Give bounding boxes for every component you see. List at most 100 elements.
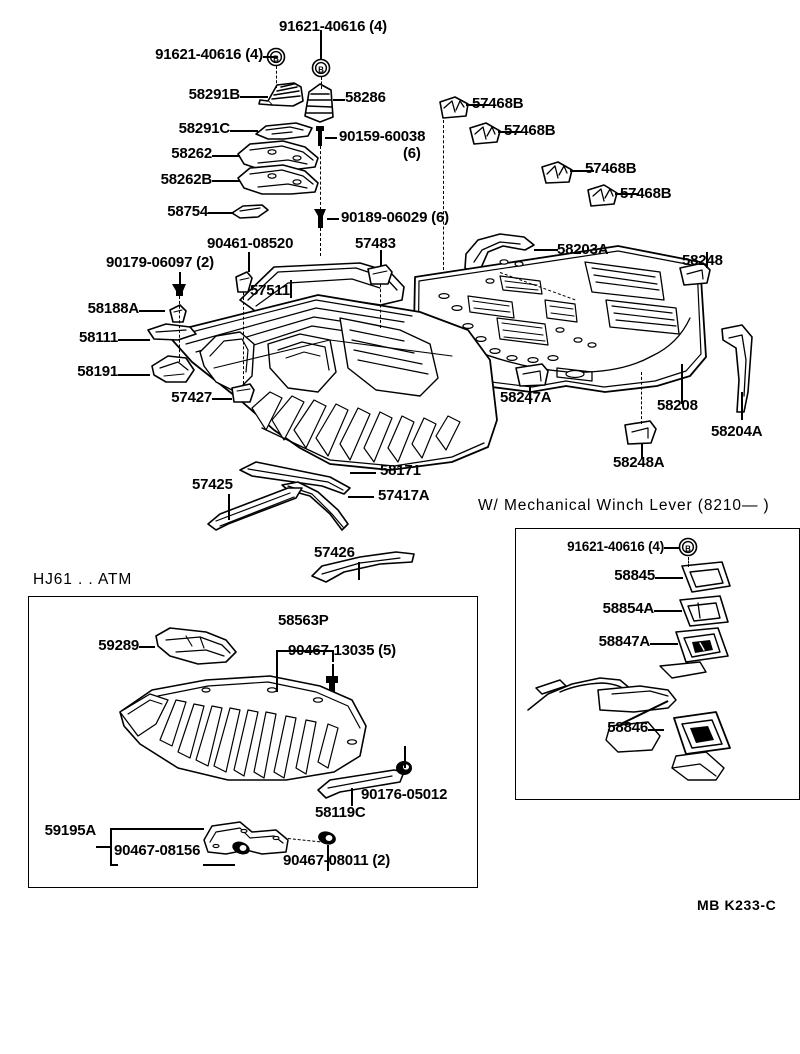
label-59289: 59289 xyxy=(98,637,139,654)
leader-dashed xyxy=(243,292,244,384)
leader-line xyxy=(118,374,150,376)
leader-line xyxy=(348,496,374,498)
leader-line xyxy=(650,643,678,645)
label-58247A: 58247A xyxy=(500,389,552,406)
part-58188A xyxy=(169,304,187,323)
leader-line xyxy=(654,610,682,612)
part-58111-bracket xyxy=(147,323,197,341)
label-58846: 58846 xyxy=(607,719,648,736)
part-58247A xyxy=(515,363,549,387)
label-57468B-1: 57468B xyxy=(472,95,524,112)
part-58262 xyxy=(237,140,319,171)
label-90179-06097: 90179-06097 (2) xyxy=(106,254,214,271)
label-58191: 58191 xyxy=(77,363,118,380)
leader-line xyxy=(351,788,353,806)
leader-line xyxy=(664,547,680,549)
label-58171: 58171 xyxy=(380,462,421,479)
svg-text:B: B xyxy=(318,66,324,75)
label-57427: 57427 xyxy=(171,389,212,406)
leader-line xyxy=(230,130,258,132)
part-57427 xyxy=(231,383,255,403)
label-90159-60038: 90159-60038 xyxy=(339,128,426,145)
leader-line xyxy=(320,30,322,59)
winch-section-box xyxy=(515,528,800,800)
leader-dashed xyxy=(320,228,321,256)
label-90159-60038-qty: (6) xyxy=(403,145,421,162)
part-58291C xyxy=(255,122,313,140)
leader-line xyxy=(110,828,204,830)
leader-dashed xyxy=(443,120,444,270)
label-58262B: 58262B xyxy=(160,171,213,188)
leader-line xyxy=(333,99,345,101)
leader-line xyxy=(706,252,708,268)
label-58847A: 58847A xyxy=(598,633,651,650)
label-90461-08520: 90461-08520 xyxy=(207,235,294,252)
leader-line xyxy=(212,180,240,182)
leader-dashed xyxy=(499,272,576,301)
part-58286 xyxy=(304,83,334,123)
leader-dashed xyxy=(641,372,642,424)
leader-line xyxy=(534,249,558,251)
leader-line xyxy=(203,864,235,866)
leader-line xyxy=(570,170,594,172)
label-58203A: 58203A xyxy=(557,241,609,258)
part-58248A xyxy=(624,420,657,445)
part-58291B xyxy=(258,82,304,107)
winch-section-title: W/ Mechanical Winch Lever (8210— ) xyxy=(478,497,770,514)
label-90467-08011: 90467-08011 (2) xyxy=(283,852,391,869)
label-58111: 58111 xyxy=(78,329,118,346)
label-58845: 58845 xyxy=(614,567,655,584)
label-90189-06029: 90189-06029 (6) xyxy=(341,209,449,226)
part-57468B-4 xyxy=(587,184,618,207)
label-58291B: 58291B xyxy=(188,86,241,103)
leader-line xyxy=(327,218,339,220)
leader-line xyxy=(290,280,292,298)
label-58119C: 58119C xyxy=(315,804,366,821)
label-58754: 58754 xyxy=(167,203,208,220)
leader-line xyxy=(212,398,232,400)
leader-line xyxy=(466,104,490,106)
leader-line xyxy=(498,131,522,133)
label-90467-08156: 90467-08156 xyxy=(114,842,201,859)
leader-line xyxy=(139,646,155,648)
label-58262: 58262 xyxy=(171,145,212,162)
leader-line xyxy=(332,664,334,678)
leader-line xyxy=(212,155,240,157)
leader-line xyxy=(380,250,382,266)
label-58188A: 58188A xyxy=(87,300,140,317)
leader-line xyxy=(139,310,165,312)
leader-line xyxy=(110,864,118,866)
label-91621-40616-winch: 91621-40616 (4) xyxy=(567,539,664,554)
leader-line xyxy=(641,444,643,458)
label-57425: 57425 xyxy=(192,476,233,493)
leader-line xyxy=(404,746,406,768)
part-90189-06029 xyxy=(314,209,326,228)
leader-line xyxy=(276,650,278,692)
leader-line xyxy=(358,562,360,580)
leader-line xyxy=(681,364,683,404)
atm-section-title: HJ61 . . ATM xyxy=(33,571,133,588)
label-58208: 58208 xyxy=(657,397,698,414)
leader-line xyxy=(529,386,531,404)
label-91621-40616-b: 91621-40616 (4) xyxy=(279,18,387,35)
leader-line xyxy=(179,272,181,284)
label-58248A: 58248A xyxy=(613,454,665,471)
leader-dashed xyxy=(179,296,180,362)
label-57483: 57483 xyxy=(355,235,396,252)
label-58286: 58286 xyxy=(345,89,386,106)
label-91621-40616-a: 91621-40616 (4) xyxy=(155,46,263,63)
label-57468B-2: 57468B xyxy=(504,122,556,139)
leader-line xyxy=(615,193,639,195)
label-59195A: 59195A xyxy=(44,822,97,839)
label-58854A: 58854A xyxy=(602,600,655,617)
part-57483 xyxy=(367,264,393,285)
part-58262B xyxy=(237,164,319,195)
label-58291C: 58291C xyxy=(178,120,231,137)
leader-line xyxy=(332,650,334,662)
diagram-footer-code: MB K233-C xyxy=(697,897,777,913)
part-58204A xyxy=(721,324,753,413)
part-58171 xyxy=(239,461,351,495)
part-90179-06097 xyxy=(172,284,186,296)
